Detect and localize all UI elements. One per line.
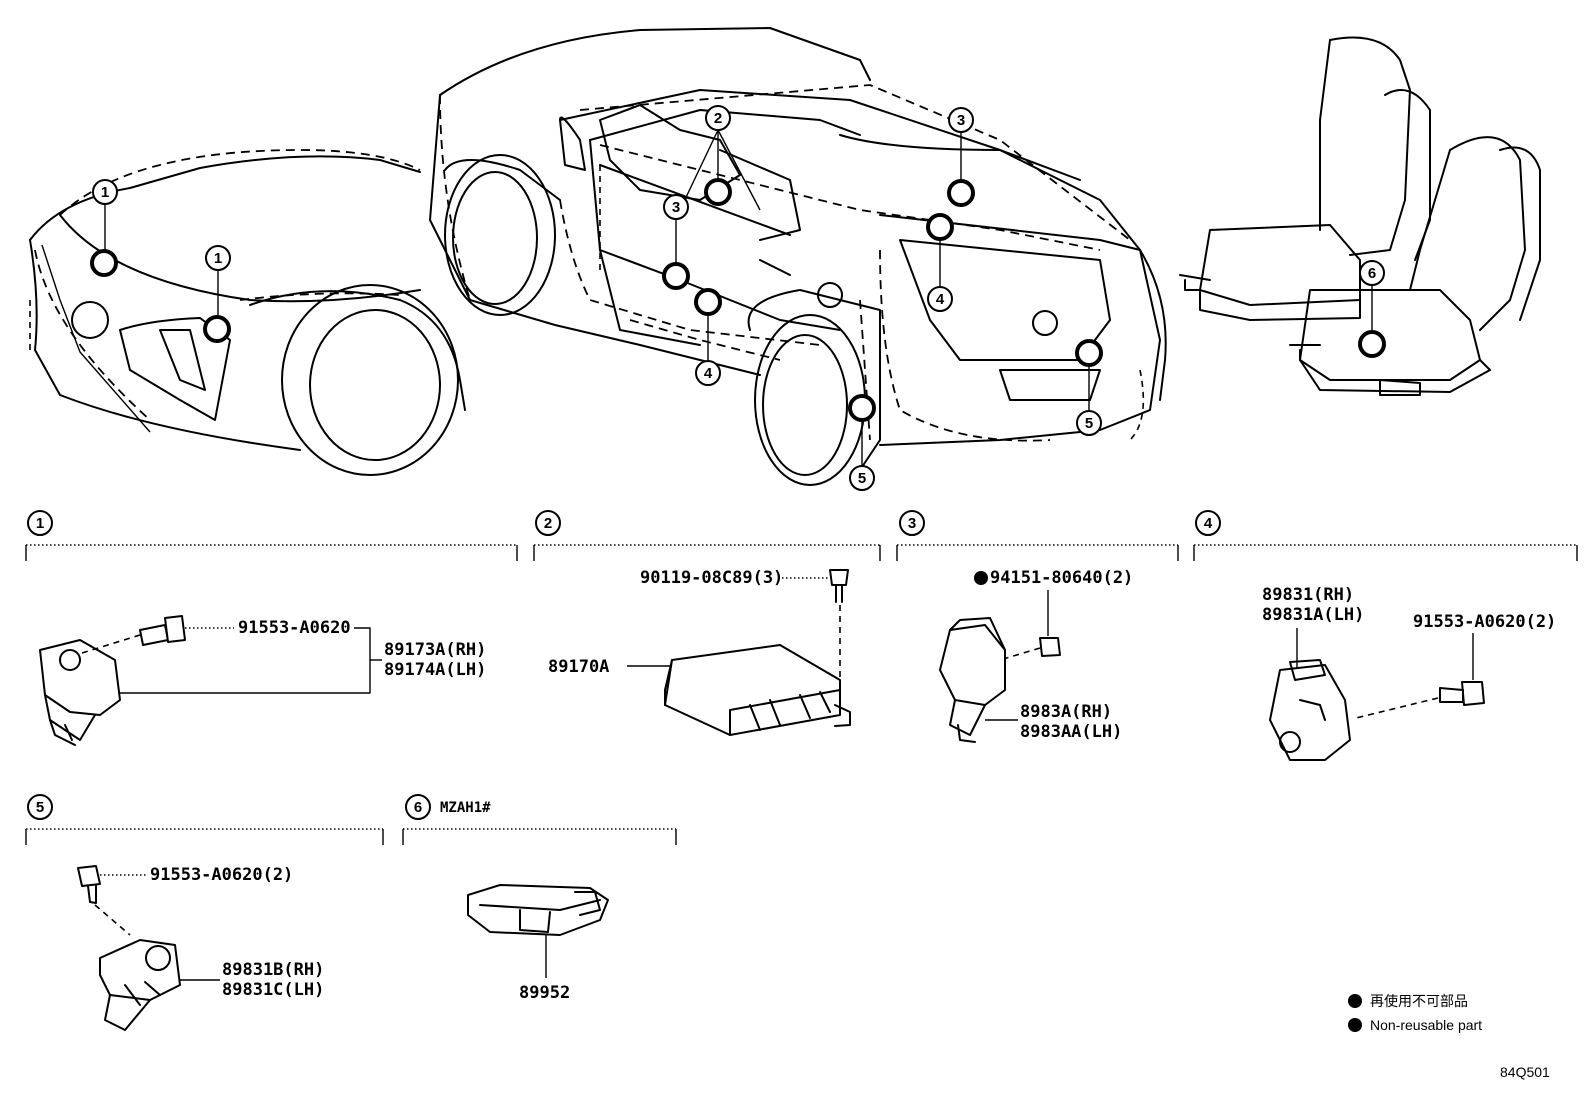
s1-part-lh-label: 89174A(LH)	[384, 660, 486, 680]
callout-6	[1359, 260, 1385, 286]
legend-dot-en	[1348, 1018, 1362, 1032]
s3-part-lh-label: 8983AA(LH)	[1020, 722, 1122, 742]
section-6-model: MZAH1#	[440, 800, 491, 816]
s1-bolt-label: 91553-A0620	[238, 618, 351, 638]
s5-part-rh-label: 89831B(RH)	[222, 960, 324, 980]
s3-part-rh-label: 8983A(RH)	[1020, 702, 1112, 722]
sensor-location-marker	[1358, 330, 1386, 358]
sensor-location-marker	[947, 179, 975, 207]
section-headers: 1 2 3 4 5 6 MZAH1#	[25, 510, 1578, 845]
section-3-badge	[899, 510, 925, 536]
section-2-number: 2	[544, 515, 552, 532]
section-5-badge	[27, 794, 53, 820]
callout-2	[705, 105, 731, 131]
section-1-badge	[27, 510, 53, 536]
callout-5-a-label: 5	[858, 470, 866, 487]
section-4-number: 4	[1204, 515, 1213, 532]
sensor-location-marker	[203, 315, 231, 343]
callout-3-a-label: 3	[672, 199, 680, 216]
section-3-parts: 94151-80640(2) 8983A(RH) 8983AA(LH)	[939, 568, 1133, 743]
s6-part-label: 89952	[519, 983, 570, 1003]
section-6-parts: 89952	[467, 884, 609, 1003]
legend-en-text: Non-reusable part	[1370, 1017, 1482, 1033]
callout-1-b	[205, 245, 231, 271]
section-4-badge	[1195, 510, 1221, 536]
s2-part-label: 89170A	[548, 657, 609, 677]
s4-bolt-label: 91553-A0620(2)	[1413, 612, 1556, 632]
legend: 再使用不可部品 Non-reusable part	[1348, 993, 1482, 1033]
s1-part-rh-label: 89173A(RH)	[384, 640, 486, 660]
sensor-location-marker	[662, 262, 690, 290]
section-1-parts: 91553-A0620 89173A(RH) 89174A(LH)	[39, 615, 486, 746]
s5-bolt-label: 91553-A0620(2)	[150, 865, 293, 885]
callout-1-b-label: 1	[214, 250, 222, 267]
callout-1-a-label: 1	[101, 184, 109, 201]
sensor-location-marker	[90, 249, 118, 277]
diagram-code: 84Q501	[1500, 1064, 1550, 1080]
sensor-location-marker	[704, 178, 732, 206]
callout-4-a	[695, 360, 721, 386]
s4-part-lh-label: 89831A(LH)	[1262, 605, 1364, 625]
suv-illustration	[429, 27, 1167, 486]
section-6-number: 6	[414, 799, 422, 816]
callout-4-a-label: 4	[704, 365, 713, 382]
sensor-location-marker	[694, 288, 722, 316]
legend-dot-jp	[1348, 994, 1362, 1008]
callout-6-label: 6	[1368, 265, 1376, 282]
sensor-location-marker	[1075, 339, 1103, 367]
section-1-number: 1	[36, 515, 44, 532]
illustration-callouts: 1 1 2 3 3 4 4 5	[90, 105, 1386, 491]
section-2-badge	[535, 510, 561, 536]
s4-part-rh-label: 89831(RH)	[1262, 585, 1354, 605]
s2-bolt-label: 90119-08C89(3)	[640, 568, 783, 588]
callout-1-a	[92, 179, 118, 205]
sensor-location-marker	[848, 394, 876, 422]
callout-3-a	[663, 194, 689, 220]
legend-jp-text: 再使用不可部品	[1370, 993, 1468, 1009]
section-3-number: 3	[908, 515, 916, 532]
s3-nut-label: 94151-80640(2)	[990, 568, 1133, 588]
sensor-location-marker	[926, 213, 954, 241]
callout-2-label: 2	[714, 110, 722, 127]
callout-4-b-label: 4	[936, 291, 945, 308]
section-6-badge	[405, 794, 431, 820]
callout-3-b	[948, 107, 974, 133]
seats-illustration	[1179, 36, 1541, 396]
callout-5-b-label: 5	[1085, 415, 1093, 432]
section-2-parts: 90119-08C89(3) 89170A	[548, 568, 851, 736]
callout-4-b	[927, 286, 953, 312]
s5-part-lh-label: 89831C(LH)	[222, 980, 324, 1000]
callout-5-a	[849, 465, 875, 491]
non-reusable-marker	[974, 571, 988, 585]
section-5-parts: 91553-A0620(2) 89831B(RH) 89831C(LH)	[77, 865, 324, 1031]
section-4-parts: 89831(RH) 89831A(LH) 91553-A0620(2)	[1262, 585, 1556, 761]
callout-5-b	[1076, 410, 1102, 436]
callout-3-b-label: 3	[957, 112, 965, 129]
section-5-number: 5	[36, 799, 44, 816]
